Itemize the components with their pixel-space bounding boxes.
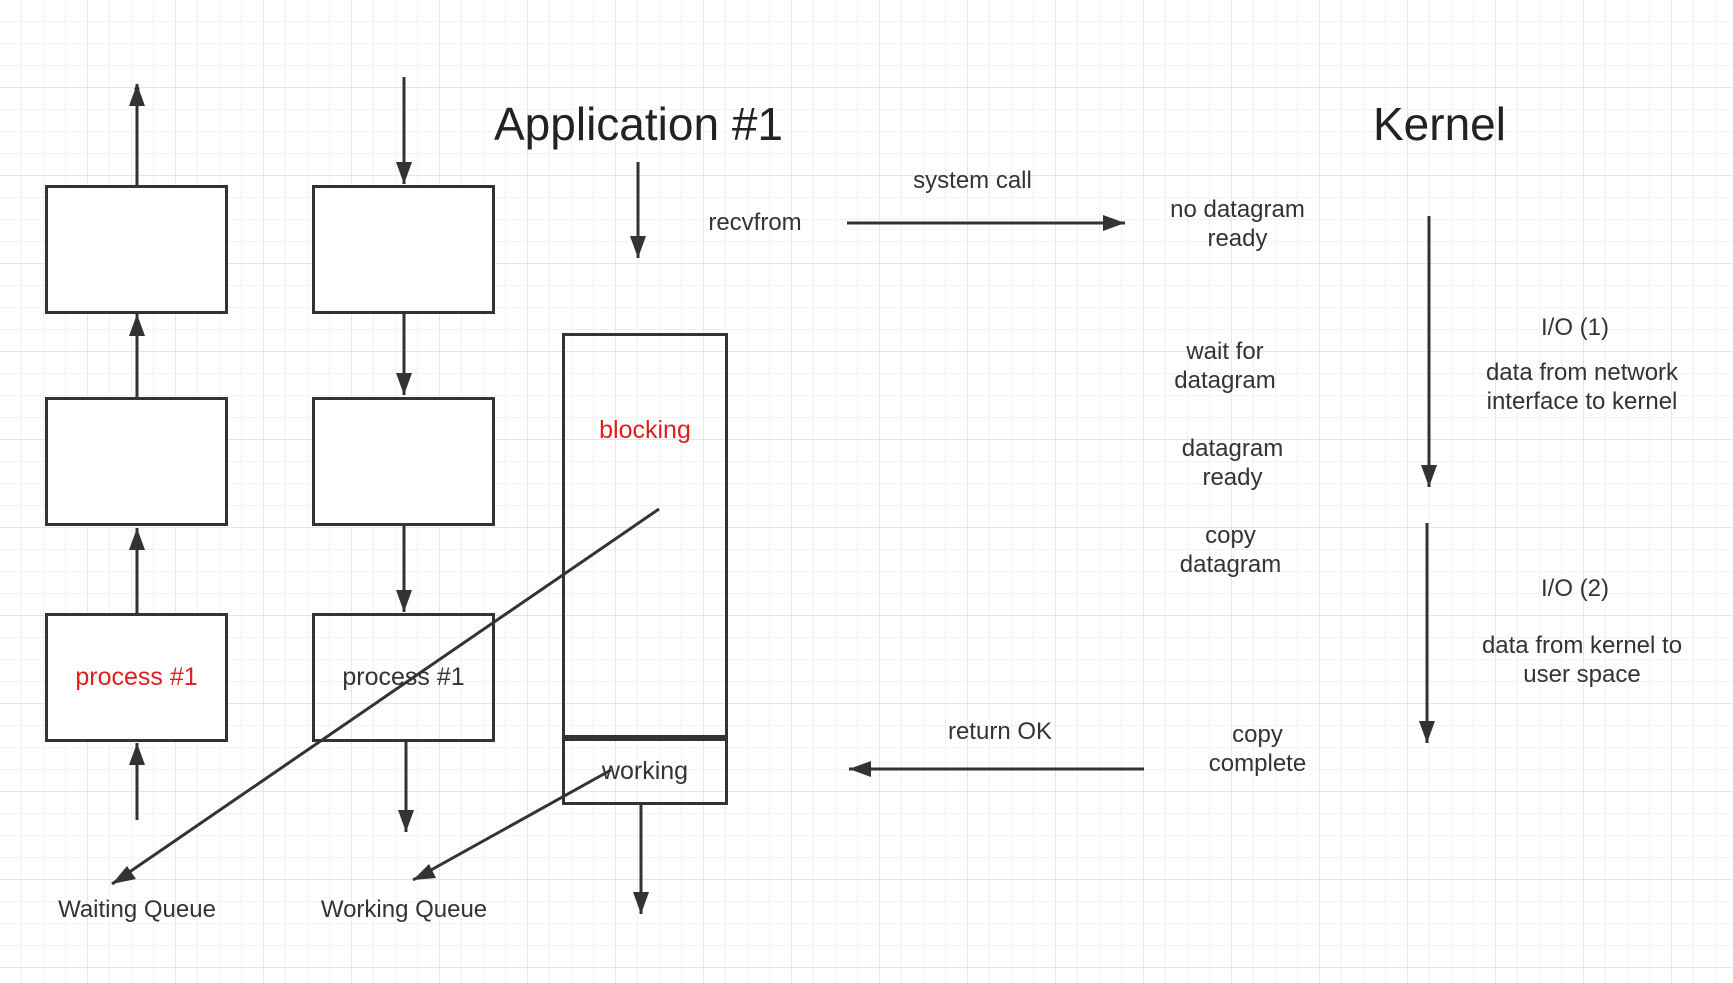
return-ok-arrowhead bbox=[849, 761, 871, 777]
working-process-label: process #1 bbox=[342, 663, 465, 691]
wait-for-datagram-label: wait for datagram bbox=[1174, 338, 1276, 394]
move-to-working-arrow bbox=[412, 768, 612, 882]
app-start-arrowhead bbox=[630, 236, 646, 258]
working-phase-box: working bbox=[562, 738, 728, 805]
system-call-label: system call bbox=[913, 166, 1032, 194]
working-queue-slot-middle bbox=[312, 397, 495, 526]
waiting-queue-slot-middle bbox=[45, 397, 228, 526]
waiting-process-label: process #1 bbox=[75, 663, 198, 691]
copy-complete-label: copy complete bbox=[1208, 721, 1307, 777]
io1-label: I/O (1) bbox=[1540, 313, 1609, 341]
kernel-title: Kernel bbox=[1373, 98, 1506, 150]
waiting-queue-slot-top bbox=[45, 185, 228, 314]
blocking-label: blocking bbox=[599, 416, 691, 444]
working-label: working bbox=[601, 757, 689, 785]
io1-arrowhead bbox=[1421, 465, 1437, 487]
working-arrowhead-mid-low bbox=[396, 590, 412, 612]
working-arrowhead-top-mid bbox=[396, 373, 412, 395]
working-queue-slot-top bbox=[312, 185, 495, 314]
waiting-entry-arrowhead bbox=[129, 743, 145, 765]
copy-datagram-label: copy datagram bbox=[1179, 522, 1282, 578]
io2-arrowhead bbox=[1419, 721, 1435, 743]
move-to-waiting-arrowhead bbox=[112, 866, 136, 884]
waiting-queue-slot-process: process #1 bbox=[45, 613, 228, 742]
io1-description: data from network interface to kernel bbox=[1485, 359, 1679, 415]
move-to-waiting-arrow bbox=[111, 507, 660, 886]
app-end-arrowhead bbox=[633, 892, 649, 914]
working-entry-arrowhead bbox=[396, 162, 412, 184]
return-ok-label: return OK bbox=[947, 717, 1053, 745]
recvfrom-label: recvfrom bbox=[708, 208, 802, 236]
working-exit-arrowhead bbox=[398, 810, 414, 832]
datagram-ready-label: datagram ready bbox=[1181, 435, 1284, 491]
move-to-working-arrowhead bbox=[413, 864, 436, 880]
no-datagram-ready-label: no datagram ready bbox=[1170, 196, 1305, 252]
io2-description: data from kernel to user space bbox=[1481, 632, 1683, 688]
blocking-phase-box: blocking bbox=[562, 333, 728, 738]
working-queue-slot-process: process #1 bbox=[312, 613, 495, 742]
io2-label: I/O (2) bbox=[1540, 574, 1609, 602]
waiting-exit-arrowhead bbox=[129, 84, 145, 106]
waiting-queue-label: Waiting Queue bbox=[58, 895, 216, 923]
system-call-arrowhead bbox=[1103, 215, 1125, 231]
waiting-arrowhead-mid-top bbox=[129, 314, 145, 336]
waiting-arrowhead-low-mid bbox=[129, 528, 145, 550]
working-queue-label: Working Queue bbox=[320, 895, 488, 923]
application-title: Application #1 bbox=[494, 98, 783, 150]
